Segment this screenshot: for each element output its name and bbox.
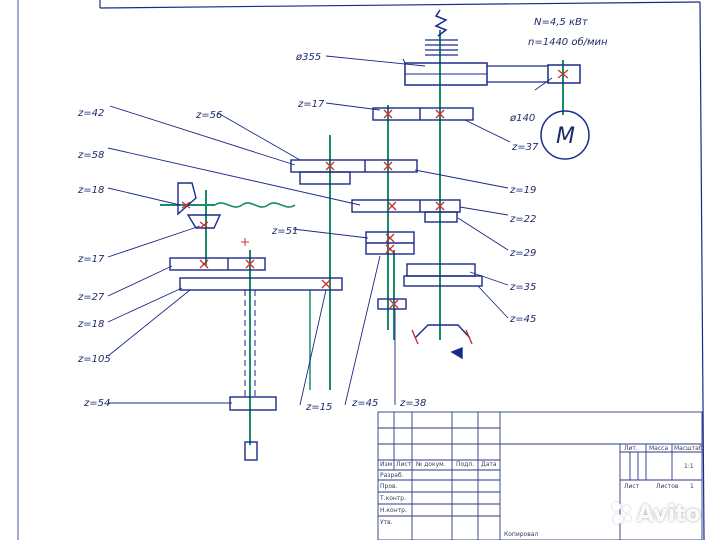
svg-text:Изм: Изм: [380, 461, 392, 468]
motor-speed-label: n=1440 об/мин: [528, 36, 608, 48]
pulley-small-label: ø140: [509, 113, 535, 124]
svg-text:Лист: Лист: [396, 461, 412, 468]
gear-marks: [181, 109, 445, 309]
svg-text:Н.контр.: Н.контр.: [380, 507, 407, 514]
gear-label-z42: z=42: [77, 108, 104, 119]
gear-label-z29: z=29: [509, 248, 536, 259]
gear-blocks: [169, 107, 483, 461]
svg-text:Утв.: Утв.: [380, 519, 393, 526]
svg-text:1:1: 1:1: [684, 463, 694, 470]
worm-thread: [214, 202, 296, 208]
svg-text:Лист: Лист: [624, 483, 640, 490]
svg-text:Масштаб: Масштаб: [674, 445, 703, 452]
gear-label-z37: z=37: [511, 142, 539, 153]
gear-label-z22: z=22: [509, 214, 536, 225]
gear-label-z27: z=27: [77, 292, 105, 303]
svg-text:Масса: Масса: [649, 445, 668, 452]
leader-lines: [107, 55, 553, 406]
title-block: [377, 411, 703, 541]
gear-labels: N=4,5 кВт n=1440 об/мин ø355 ø140 z=17 z…: [77, 17, 608, 413]
gear-label-z51: z=51: [271, 226, 298, 237]
avito-watermark: Avito: [612, 502, 701, 527]
title-block-text: Изм Лист № докум. Подп. Дата Разраб. Про…: [379, 445, 703, 538]
gear-label-z35: z=35: [509, 282, 536, 293]
avito-watermark-text: Avito: [637, 502, 701, 527]
svg-text:Т.контр.: Т.контр.: [379, 495, 406, 502]
gear-label-z45-right: z=45: [509, 314, 536, 325]
electric-motor: M: [540, 110, 590, 160]
svg-text:Разраб.: Разраб.: [380, 472, 404, 479]
gear-label-z105: z=105: [77, 354, 111, 365]
svg-text:1: 1: [690, 483, 694, 490]
gear-label-z17-top: z=17: [297, 99, 325, 110]
pulley-big-label: ø355: [295, 52, 321, 63]
gear-label-z54: z=54: [83, 398, 110, 409]
gear-label-z58: z=58: [77, 150, 104, 161]
svg-text:№ докум.: № докум.: [416, 461, 446, 468]
svg-text:Дата: Дата: [481, 461, 497, 468]
gear-label-z18-low: z=18: [77, 319, 104, 330]
gear-label-z45-mid: z=45: [351, 398, 378, 409]
svg-text:Копировал: Копировал: [504, 531, 538, 538]
svg-text:Пров.: Пров.: [380, 483, 398, 490]
gear-label-z18-worm: z=18: [77, 185, 104, 196]
motor-power-label: N=4,5 кВт: [534, 17, 589, 28]
avito-logo-icon: [612, 502, 634, 524]
gear-label-z38: z=38: [399, 398, 426, 409]
crosshair-icon: [241, 238, 249, 246]
drawing-frame: [17, 0, 705, 541]
svg-text:Лит.: Лит.: [624, 445, 638, 452]
gear-label-z17-low: z=17: [77, 254, 105, 265]
gear-label-z19: z=19: [509, 185, 536, 196]
gear-label-z56: z=56: [195, 110, 222, 121]
svg-text:Подп.: Подп.: [456, 461, 474, 468]
spring-symbol: [425, 9, 458, 56]
shafts: [160, 30, 564, 445]
bevel-gear: [411, 324, 473, 360]
belt-drive: [402, 58, 581, 86]
svg-text:Листов: Листов: [656, 483, 679, 490]
motor-symbol: M: [556, 124, 575, 149]
gear-label-z15: z=15: [305, 402, 332, 413]
